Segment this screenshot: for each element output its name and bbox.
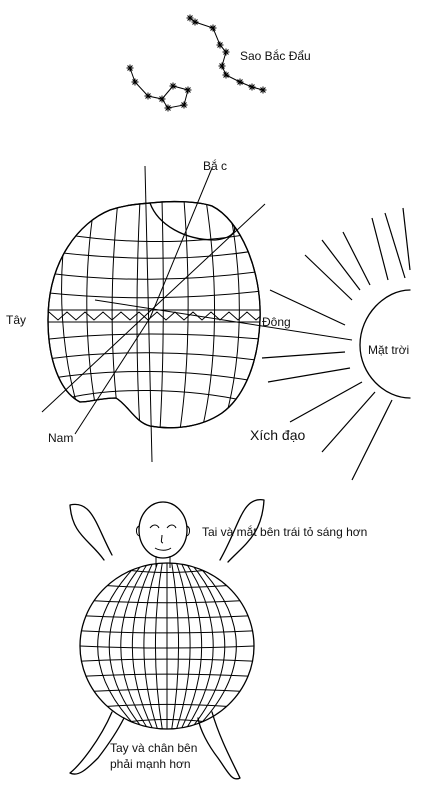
star-icon	[169, 82, 177, 90]
star-icon	[184, 86, 192, 94]
sun-ray	[371, 217, 389, 281]
west-label: Tây	[6, 313, 26, 327]
star-icon	[131, 78, 139, 86]
sun-ray	[289, 381, 363, 423]
star-icon	[216, 41, 224, 49]
equator-label: Xích đạo	[250, 427, 305, 443]
right-side-label-line2: phải mạnh hơn	[110, 757, 191, 771]
star-markers	[126, 14, 267, 112]
sun-label: Mặt trời	[368, 343, 409, 357]
sun-ray	[351, 399, 393, 481]
star-icon	[158, 95, 166, 103]
big-dipper-label: Sao Bắc Đẩu	[240, 48, 311, 63]
head	[136, 501, 190, 559]
sun-ray	[304, 254, 353, 301]
east-label: Đông	[262, 315, 291, 329]
right-side-label-line1: Tay và chân bên	[110, 741, 197, 755]
star-icon	[191, 18, 199, 26]
sun-ray	[261, 351, 346, 359]
star-icon	[248, 83, 256, 91]
south-label: Nam	[48, 431, 73, 445]
star-icon	[144, 92, 152, 100]
left-side-label: Tai và mắt bên trái tỏ sáng hơn	[202, 524, 367, 539]
sun-ray	[402, 207, 411, 271]
sun-ray	[321, 391, 376, 453]
earth-globe	[41, 165, 353, 463]
sun-ray	[269, 289, 346, 326]
star-icon	[186, 14, 194, 22]
sun-ray	[321, 239, 361, 291]
star-icon	[222, 71, 230, 79]
star-icon	[236, 78, 244, 86]
star-icon	[259, 86, 267, 94]
star-icon	[164, 104, 172, 112]
star-icon	[126, 64, 134, 72]
big-dipper-constellation	[126, 14, 267, 112]
north-label: Bắ c	[203, 158, 227, 173]
star-icon	[180, 101, 188, 109]
sun-ray	[342, 231, 371, 286]
sun-ray	[267, 367, 351, 383]
sun	[261, 207, 411, 481]
sun-ray	[384, 212, 406, 279]
star-icon	[218, 62, 226, 70]
star-icon	[222, 48, 230, 56]
human-globe-figure	[69, 499, 265, 780]
star-icon	[209, 24, 217, 32]
